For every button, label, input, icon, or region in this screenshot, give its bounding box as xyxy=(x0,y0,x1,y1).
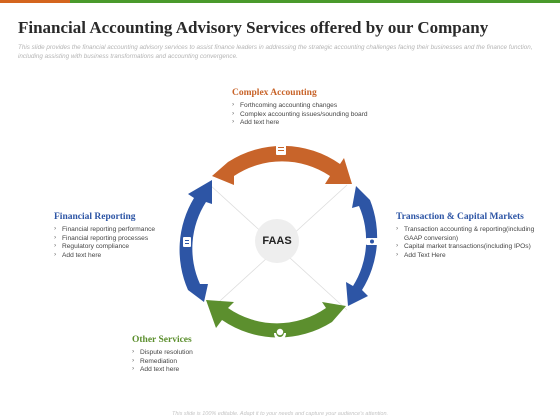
arrow-bottom xyxy=(206,300,346,338)
list-item: Financial reporting performance xyxy=(54,225,194,235)
list-item: Capital market transactions(including IP… xyxy=(396,242,546,252)
top-accent-segment xyxy=(0,0,70,3)
page-subtitle: This slide provides the financial accoun… xyxy=(18,44,533,60)
list-item: Remediation xyxy=(132,357,272,367)
top-accent-bar xyxy=(0,0,560,3)
section-complex-accounting: Complex Accounting Forthcoming accountin… xyxy=(232,88,422,128)
arrow-right xyxy=(346,186,378,306)
section-heading: Financial Reporting xyxy=(54,212,136,222)
list-item: Regulatory compliance xyxy=(54,242,194,252)
footer-note: This slide is 100% editable. Adapt it to… xyxy=(171,411,389,417)
arrow-left xyxy=(179,180,212,302)
list-item: Transaction accounting & reporting(inclu… xyxy=(396,225,546,243)
document-icon xyxy=(276,144,286,155)
list-item: Financial reporting processes xyxy=(54,234,194,244)
section-transaction-capital-markets: Transaction & Capital Markets Transactio… xyxy=(396,212,546,260)
section-heading: Complex Accounting xyxy=(232,88,317,98)
list-item: Dispute resolution xyxy=(132,348,272,358)
arrow-top xyxy=(212,145,352,185)
list-item: Forthcoming accounting changes xyxy=(232,101,422,111)
center-label: FAAS xyxy=(262,235,292,247)
page-title: Financial Accounting Advisory Services o… xyxy=(18,18,489,37)
list-item: Add text here xyxy=(54,251,194,261)
section-heading: Other Services xyxy=(132,335,192,345)
list-item: Complex accounting issues/sounding board xyxy=(232,110,422,120)
list-item: Add Text Here xyxy=(396,251,546,261)
list-item: Add text here xyxy=(132,365,272,375)
section-heading: Transaction & Capital Markets xyxy=(396,212,524,222)
hands-icon xyxy=(274,328,286,340)
center-circle xyxy=(255,219,299,263)
list-item: Add text here xyxy=(232,118,422,128)
section-other-services: Other Services Dispute resolution Remedi… xyxy=(132,335,272,375)
transaction-icon xyxy=(366,238,378,245)
section-financial-reporting: Financial Reporting Financial reporting … xyxy=(54,212,194,260)
